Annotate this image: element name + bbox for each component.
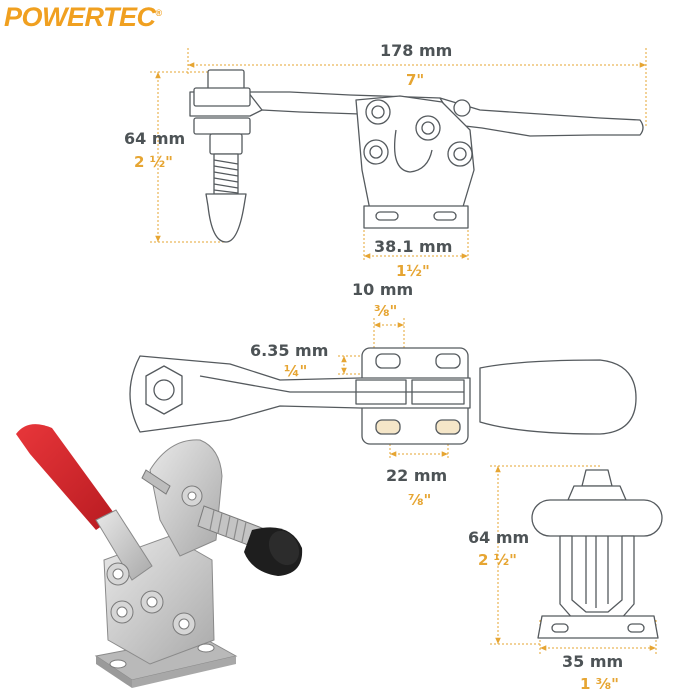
hole-spacing-metric: 22 mm: [386, 466, 448, 485]
hole-spacing-imperial: ⅞": [408, 491, 432, 509]
slot-width-imperial: ⅜": [374, 302, 398, 320]
slot-offset-metric: 6.35 mm: [250, 341, 329, 360]
top-view-clamp-drawing: [129, 318, 637, 460]
overall-length-imperial: 7": [406, 71, 425, 89]
front-base-metric: 35 mm: [562, 652, 624, 671]
clamp-product-photo: [16, 424, 303, 688]
side-height-metric: 64 mm: [124, 129, 186, 148]
trademark-mark: ®: [155, 8, 163, 18]
brand-logo: POWERTEC®: [4, 2, 162, 33]
brand-logo-text: POWERTEC: [4, 2, 156, 32]
side-view-clamp-drawing: [150, 48, 647, 262]
front-height-metric: 64 mm: [468, 528, 530, 547]
side-base-metric: 38.1 mm: [374, 237, 453, 256]
front-height-imperial: 2 ½": [478, 551, 518, 569]
front-base-imperial: 1 ⅜": [580, 675, 620, 693]
overall-length-metric: 178 mm: [380, 41, 453, 60]
side-base-imperial: 1½": [396, 262, 430, 280]
front-view-clamp-drawing: [490, 465, 663, 654]
slot-offset-imperial: ¼": [284, 362, 308, 380]
slot-width-metric: 10 mm: [352, 280, 414, 299]
side-height-imperial: 2 ½": [134, 153, 174, 171]
